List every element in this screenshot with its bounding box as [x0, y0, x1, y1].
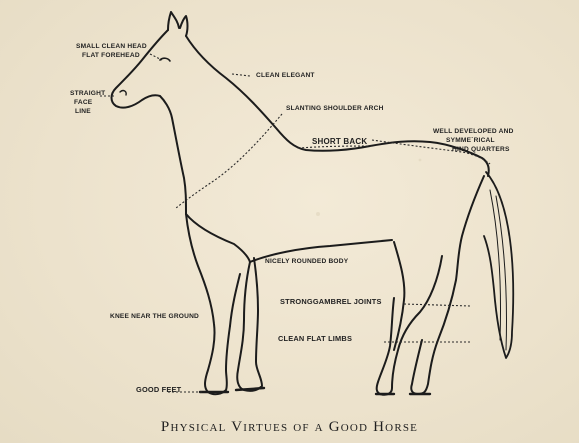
horse-chest	[186, 214, 250, 262]
horse-nostril	[120, 91, 126, 95]
horse-hind-leg-far	[394, 242, 404, 350]
label-clean-elegant: CLEAN ELEGANT	[256, 72, 315, 80]
leader-gambrel	[404, 304, 470, 306]
label-knee-near-ground: KNEE NEAR THE GROUND	[110, 313, 199, 321]
leader-neck	[232, 74, 250, 76]
figure-caption: Physical Virtues of a Good Horse	[0, 419, 579, 436]
horse-foreleg-far	[230, 274, 240, 326]
horse-hindquarters	[411, 176, 484, 394]
label-short-back: SHORT BACK	[312, 138, 367, 146]
label-line: LINE	[75, 108, 91, 116]
label-hind-quarters: HIND QUARTERS	[452, 146, 510, 154]
horse-foreleg-rear	[237, 258, 262, 391]
label-nicely-rounded-body: NICELY ROUNDED BODY	[265, 258, 348, 266]
label-small-clean-head: SMALL CLEAN HEAD	[76, 43, 147, 51]
label-symmetrical: SYMME`RICAL	[446, 137, 495, 145]
label-good-feet: GOOD FEET	[136, 386, 181, 394]
leader-shoulder	[176, 114, 282, 208]
horse-hooves	[200, 388, 430, 394]
horse-foreleg-front	[186, 214, 230, 394]
horse-hind-leg-inner	[377, 256, 442, 395]
label-face: FACE	[74, 99, 92, 107]
horse-ears	[168, 12, 188, 36]
paper-stains	[316, 159, 421, 216]
label-strong-gambrel-joints: STRONGGAMBREL JOINTS	[280, 298, 382, 306]
label-well-developed: WELL DEVELOPED AND	[433, 128, 514, 136]
label-clean-flat-limbs: CLEAN FLAT LIMBS	[278, 335, 352, 343]
label-slanting-shoulder-arch: SLANTING SHOULDER ARCH	[286, 105, 384, 113]
label-flat-forehead: FLAT FOREHEAD	[82, 52, 140, 60]
horse-tail	[484, 172, 513, 358]
label-straight: STRAIGHT	[70, 90, 105, 98]
